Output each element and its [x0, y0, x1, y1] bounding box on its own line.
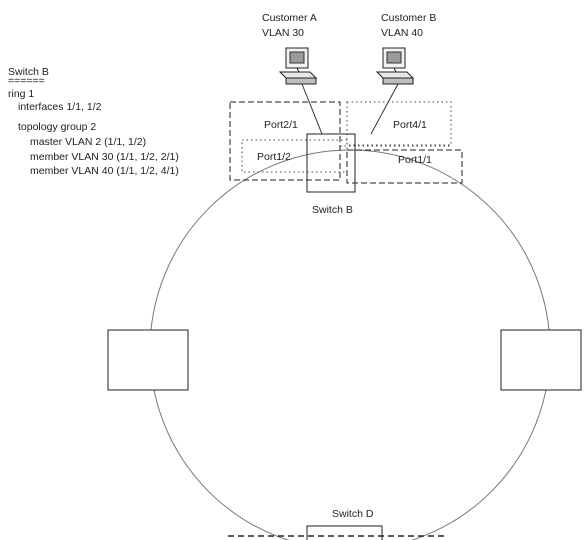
port-4-1-label: Port4/1: [393, 119, 427, 131]
port-1-1-label: Port1/1: [398, 154, 432, 166]
computer-icon: [375, 47, 415, 85]
switch-d: [306, 525, 383, 540]
config-line: member VLAN 30 (1/1, 1/2, 2/1): [30, 151, 179, 163]
port-1-2-boundary: [241, 139, 348, 173]
config-line: master VLAN 2 (1/1, 1/2): [30, 136, 146, 148]
switch-b-config: Switch B ====== ring 1 interfaces 1/1, 1…: [8, 66, 179, 177]
customer-b-vlan: VLAN 40: [381, 27, 423, 39]
switch-left: [107, 329, 189, 391]
port-2-1-boundary: [229, 101, 341, 181]
customer-a-label: Customer A VLAN 30: [262, 12, 317, 39]
port-2-1-label: Port2/1: [264, 119, 298, 131]
switch-b: [306, 133, 356, 193]
config-line: interfaces 1/1, 1/2: [18, 101, 102, 113]
config-underline: ======: [8, 75, 45, 87]
computer-icon: [278, 47, 318, 85]
port-1-1-boundary: [346, 149, 463, 184]
customer-a-name: Customer A: [262, 12, 317, 24]
config-line: member VLAN 40 (1/1, 1/2, 4/1): [30, 165, 179, 177]
config-title: Switch B: [8, 66, 49, 78]
customer-b-name: Customer B: [381, 12, 436, 24]
link-customer-a: [301, 83, 323, 135]
customer-a-vlan: VLAN 30: [262, 27, 304, 39]
config-line: ring 1: [8, 88, 34, 100]
switch-b-label: Switch B: [312, 204, 353, 216]
port-1-2-label: Port1/2: [257, 151, 291, 163]
switch-d-label: Switch D: [332, 508, 374, 520]
config-line: topology group 2: [18, 121, 96, 133]
customer-b-label: Customer B VLAN 40: [381, 12, 436, 39]
switch-right: [500, 329, 582, 391]
port-4-1-boundary: [346, 101, 452, 146]
link-customer-b: [370, 83, 399, 135]
